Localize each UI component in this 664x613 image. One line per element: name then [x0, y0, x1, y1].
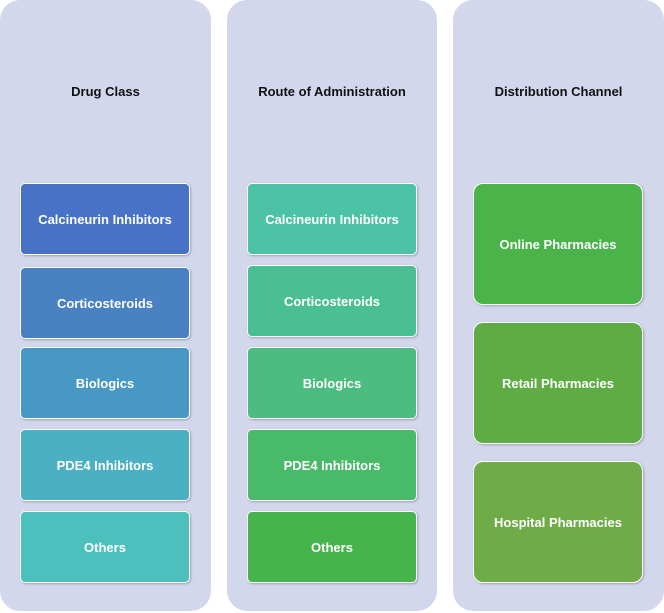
drug-class-title: Drug Class: [71, 84, 140, 99]
drug-class-item-biologics: Biologics: [20, 347, 190, 419]
distribution-item-hospital-pharmacies: Hospital Pharmacies: [473, 461, 643, 583]
distribution-channel-panel: Distribution Channel Online Pharmacies R…: [453, 0, 664, 611]
distribution-item-online-pharmacies: Online Pharmacies: [473, 183, 643, 305]
distribution-item-retail-pharmacies: Retail Pharmacies: [473, 322, 643, 444]
drug-class-item-others: Others: [20, 511, 190, 583]
route-item-calcineurin-inhibitors: Calcineurin Inhibitors: [247, 183, 417, 255]
route-item-pde4-inhibitors: PDE4 Inhibitors: [247, 429, 417, 501]
distribution-channel-title: Distribution Channel: [494, 84, 623, 99]
route-item-biologics: Biologics: [247, 347, 417, 419]
drug-class-item-corticosteroids: Corticosteroids: [20, 267, 190, 339]
drug-class-panel: Drug Class Calcineurin Inhibitors Cortic…: [0, 0, 211, 611]
drug-class-item-pde4-inhibitors: PDE4 Inhibitors: [20, 429, 190, 501]
route-item-corticosteroids: Corticosteroids: [247, 265, 417, 337]
route-of-administration-title: Route of Administration: [258, 84, 406, 99]
drug-class-item-calcineurin-inhibitors: Calcineurin Inhibitors: [20, 183, 190, 255]
route-of-administration-panel: Route of Administration Calcineurin Inhi…: [227, 0, 437, 611]
route-item-others: Others: [247, 511, 417, 583]
